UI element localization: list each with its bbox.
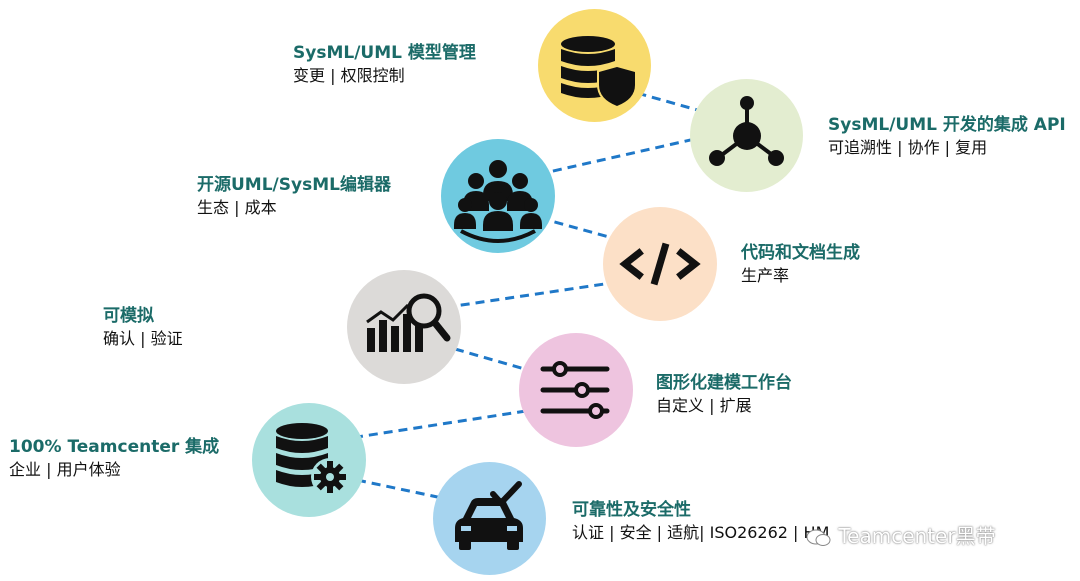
watermark: Teamcenter黑带 xyxy=(806,520,996,549)
database-shield-icon xyxy=(561,36,637,109)
chart-magnifier-icon xyxy=(366,293,451,352)
car-check-icon xyxy=(455,481,523,550)
feature-label-simulation: 可模拟 确认 | 验证 xyxy=(103,305,183,350)
community-group-icon xyxy=(454,160,542,243)
graphical-workbench-node xyxy=(519,333,633,447)
feature-label-open-source-editor: 开源UML/SysML编辑器 生态 | 成本 xyxy=(197,174,391,219)
open-source-editor-node xyxy=(441,139,555,253)
reliability-safety-node xyxy=(433,462,546,575)
feature-subtitle: 变更 | 权限控制 xyxy=(293,66,405,85)
feature-subtitle: 可追溯性 | 协作 | 复用 xyxy=(828,138,988,157)
feature-title: 开源UML/SysML编辑器 xyxy=(197,175,391,195)
sliders-icon xyxy=(540,361,610,419)
database-gear-icon xyxy=(276,423,349,496)
model-management-node xyxy=(538,9,651,122)
feature-title: SysML/UML 开发的集成 API xyxy=(828,115,1066,135)
watermark-text: Teamcenter黑带 xyxy=(838,524,996,548)
integration-api-node xyxy=(690,79,803,192)
feature-subtitle: 确认 | 验证 xyxy=(103,329,183,348)
wechat-icon xyxy=(806,529,831,546)
teamcenter-integration-node xyxy=(252,403,366,517)
feature-label-graphical-workbench: 图形化建模工作台 自定义 | 扩展 xyxy=(656,372,792,417)
feature-label-model-management: SysML/UML 模型管理 变更 | 权限控制 xyxy=(293,42,476,87)
feature-label-reliability-safety: 可靠性及安全性 认证 | 安全 | 适航| ISO26262 | HM xyxy=(572,499,829,544)
code-generation-node xyxy=(603,207,717,321)
feature-subtitle: 自定义 | 扩展 xyxy=(656,396,752,415)
code-brackets-icon xyxy=(619,242,701,286)
feature-subtitle: 生产率 xyxy=(741,266,790,285)
feature-label-teamcenter-integration: 100% Teamcenter 集成 企业 | 用户体验 xyxy=(9,436,219,481)
feature-subtitle: 认证 | 安全 | 适航| ISO26262 | HM xyxy=(572,523,830,542)
feature-label-integration-api: SysML/UML 开发的集成 API 可追溯性 | 协作 | 复用 xyxy=(828,114,1066,159)
feature-title: 可靠性及安全性 xyxy=(572,500,691,520)
network-hub-icon xyxy=(709,96,784,166)
feature-subtitle: 企业 | 用户体验 xyxy=(9,460,121,479)
feature-title: SysML/UML 模型管理 xyxy=(293,43,476,63)
feature-title: 代码和文档生成 xyxy=(741,243,860,263)
feature-title: 图形化建模工作台 xyxy=(656,373,792,393)
feature-title: 可模拟 xyxy=(103,306,154,326)
simulation-node xyxy=(347,270,461,384)
feature-label-code-generation: 代码和文档生成 生产率 xyxy=(741,242,860,287)
feature-title: 100% Teamcenter 集成 xyxy=(9,437,220,457)
feature-subtitle: 生态 | 成本 xyxy=(197,198,277,217)
